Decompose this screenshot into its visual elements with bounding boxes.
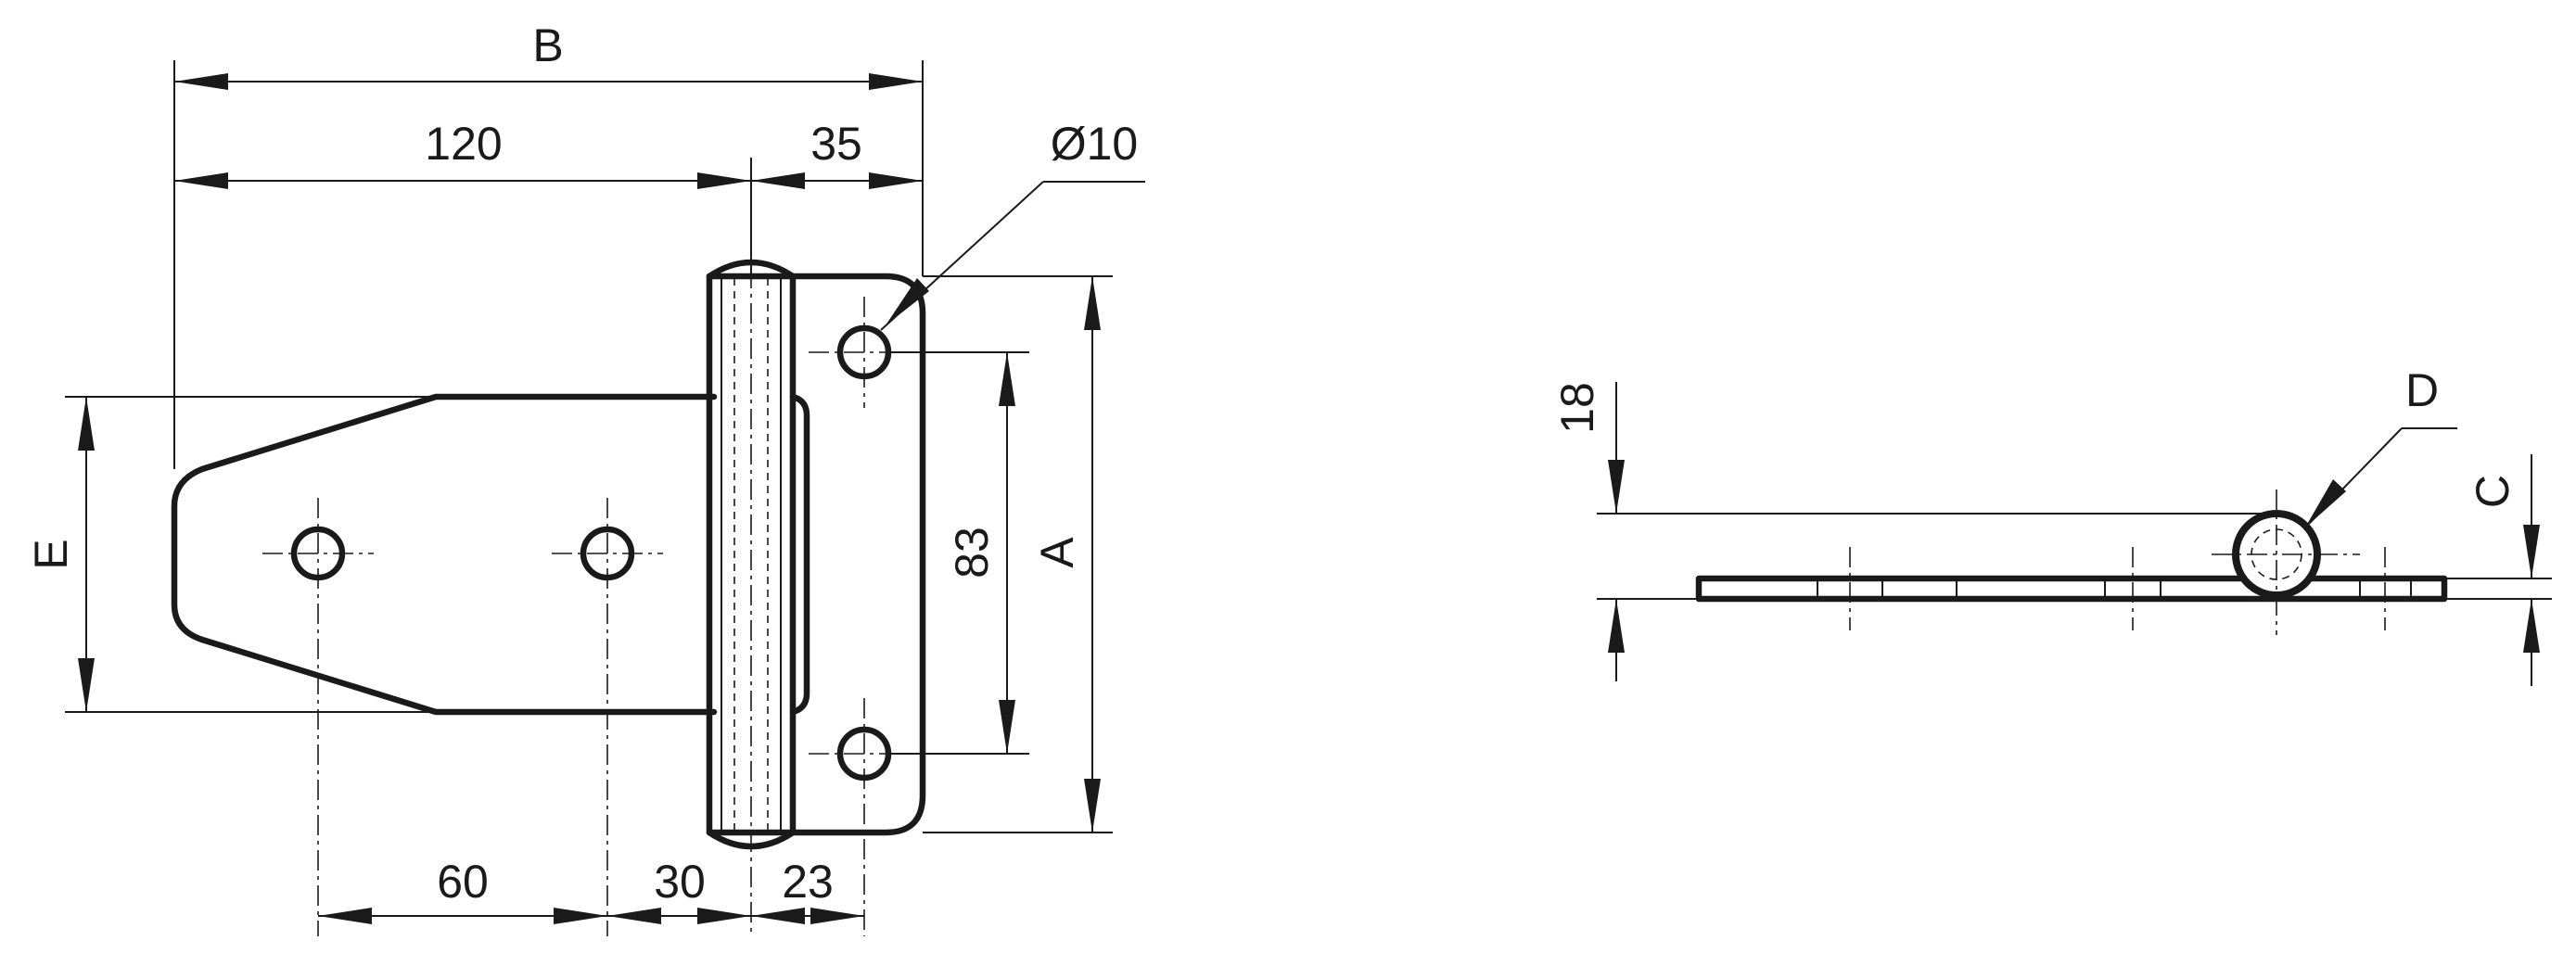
dimension-18-label: 18	[1551, 382, 1603, 434]
side-hole-centerlines	[1849, 547, 2386, 630]
dimension-23-label: 23	[782, 856, 834, 908]
left-leaf-outline	[171, 393, 718, 716]
dimension-60-label: 60	[437, 856, 489, 908]
diameter-10-callout: Ø10	[880, 118, 1145, 331]
front-view: B 120 35 Ø10 E	[25, 19, 1145, 936]
dimension-e: E	[25, 397, 95, 712]
dimension-30: 30	[607, 856, 751, 924]
dimension-83-label: 83	[946, 527, 998, 578]
dimension-30-label: 30	[654, 856, 706, 908]
dimension-c-label: C	[2467, 475, 2519, 508]
dimension-23: 23	[751, 856, 864, 924]
diameter-10-label: Ø10	[1051, 118, 1139, 170]
dimension-35: 35	[751, 118, 923, 189]
side-knuckle	[2212, 489, 2360, 635]
side-plate	[1695, 575, 2448, 603]
dimension-a-label: A	[1031, 537, 1083, 568]
dimension-60: 60	[318, 856, 607, 924]
side-view: 18 D C	[1551, 364, 2552, 686]
dimension-e-label: E	[25, 539, 77, 569]
dimension-c: C	[2467, 454, 2540, 686]
d-label: D	[2405, 364, 2439, 416]
dimension-a: A	[1031, 276, 1101, 833]
d-callout: D	[2305, 364, 2457, 527]
dimension-b: B	[174, 19, 923, 90]
mounting-holes	[262, 297, 920, 936]
dimension-83: 83	[946, 352, 1015, 754]
dimension-18: 18	[1551, 382, 1625, 681]
dimension-b-label: B	[532, 19, 563, 71]
side-extension-lines	[1597, 513, 2552, 600]
dimension-120-label: 120	[425, 118, 502, 170]
right-leaf-outline	[789, 273, 926, 836]
dimension-35-label: 35	[810, 118, 862, 170]
dimension-120: 120	[174, 118, 751, 189]
